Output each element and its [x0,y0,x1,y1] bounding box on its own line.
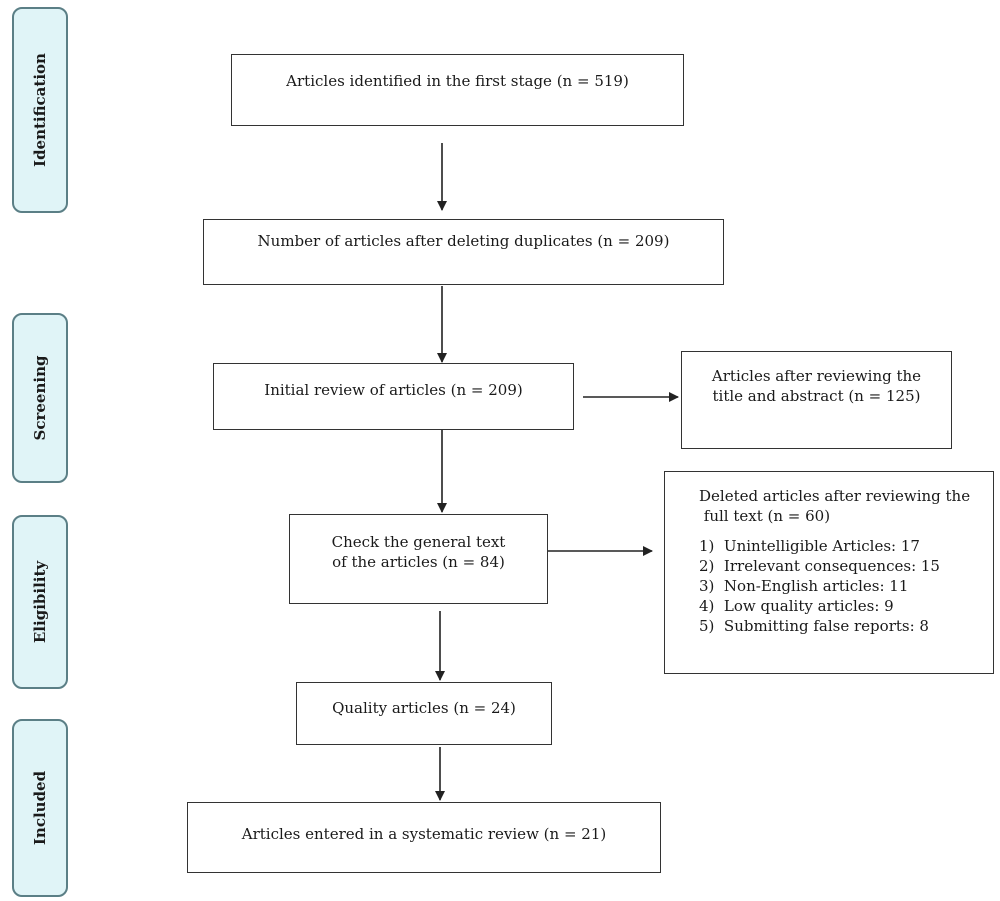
box-entered-text: Articles entered in a systematic review … [241,824,607,843]
stage-screening: Screening [12,313,68,483]
exclusion-reason: 5) Submitting false reports: 8 [699,617,929,635]
box-excluded-title-line1: Deleted articles after reviewing the [699,487,971,505]
box-initial-review-text: Initial review of articles (n = 209) [264,380,523,399]
box-initial-review: Initial review of articles (n = 209) [213,363,574,430]
box-after-title-abstract-line2: title and abstract (n = 125) [712,387,921,405]
exclusion-reason: 4) Low quality articles: 9 [699,597,894,615]
box-general-text-line2: of the articles (n = 84) [332,553,505,571]
box-quality-text: Quality articles (n = 24) [332,698,516,717]
box-excluded: Deleted articles after reviewing the ful… [664,471,994,674]
box-after-title-abstract-line1: Articles after reviewing the [711,367,922,385]
box-after-duplicates-text: Number of articles after deleting duplic… [257,232,670,250]
box-quality: Quality articles (n = 24) [296,682,552,745]
box-after-duplicates: Number of articles after deleting duplic… [203,219,724,285]
stage-identification: Identification [12,7,68,213]
box-general-text-line1: Check the general text [331,533,506,551]
box-identified-text: Articles identified in the first stage (… [286,72,629,90]
exclusion-reasons-list: 1) Unintelligible Articles: 17 2) Irrele… [699,536,993,636]
box-general-text: Check the general text of the articles (… [289,514,548,604]
stage-eligibility: Eligibility [12,515,68,689]
box-excluded-title-line2: full text (n = 60) [699,507,831,525]
exclusion-reason: 2) Irrelevant consequences: 15 [699,557,940,575]
stage-included: Included [12,719,68,897]
exclusion-reason: 1) Unintelligible Articles: 17 [699,537,920,555]
box-after-title-abstract: Articles after reviewing the title and a… [681,351,952,449]
exclusion-reason: 3) Non-English articles: 11 [699,577,909,595]
box-entered: Articles entered in a systematic review … [187,802,661,873]
box-identified: Articles identified in the first stage (… [231,54,684,126]
